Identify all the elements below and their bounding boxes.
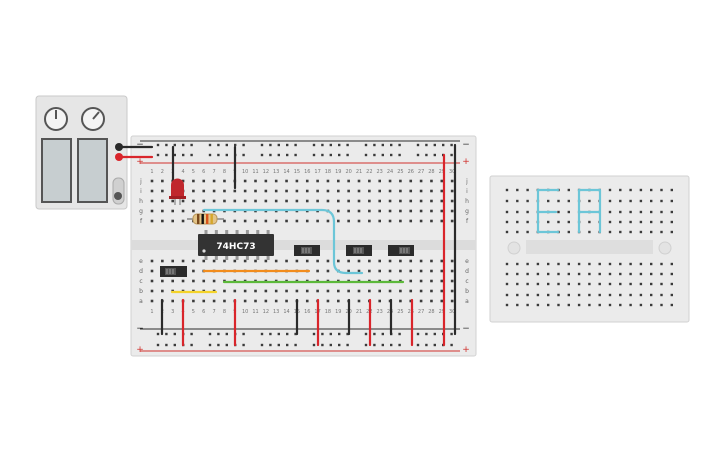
- slide-switch-1[interactable]: [294, 245, 320, 256]
- row-letter: a: [139, 298, 143, 305]
- column-number: 14: [283, 309, 289, 315]
- column-number: 22: [366, 169, 372, 175]
- row-letter: d: [465, 268, 469, 275]
- resistor-band: [210, 214, 213, 224]
- column-number: 14: [283, 169, 289, 175]
- row-letter: d: [139, 268, 143, 275]
- column-number: 6: [202, 169, 205, 175]
- column-number: 8: [223, 309, 226, 315]
- column-number: 17: [314, 169, 320, 175]
- row-letter: h: [139, 198, 143, 205]
- column-number: 2: [161, 169, 164, 175]
- ic-74hc73[interactable]: 74HC73: [198, 230, 274, 260]
- row-letter: j: [465, 178, 468, 185]
- column-number: 11: [252, 169, 258, 175]
- row-letter: i: [466, 188, 468, 195]
- wire-blue-letter-e[interactable]: [536, 188, 560, 234]
- resistor-band: [197, 214, 200, 224]
- column-number: 27: [418, 169, 424, 175]
- column-number: 16: [304, 309, 310, 315]
- rail-sign: +: [462, 157, 470, 167]
- column-number: 30: [449, 309, 455, 315]
- rail-sign: −: [136, 140, 144, 150]
- column-number: 28: [428, 309, 434, 315]
- small-breadboard[interactable]: [489, 175, 690, 323]
- column-number: 29: [439, 309, 445, 315]
- row-letter: h: [465, 198, 469, 205]
- column-number: 10: [242, 169, 248, 175]
- resistor[interactable]: [187, 213, 224, 225]
- column-number: 12: [263, 169, 269, 175]
- rail-sign: −: [462, 324, 470, 334]
- row-letter: a: [465, 298, 469, 305]
- column-number: 1: [150, 309, 153, 315]
- column-number: 25: [397, 169, 403, 175]
- row-letter: i: [140, 188, 142, 195]
- column-number: 28: [428, 169, 434, 175]
- column-number: 30: [449, 169, 455, 175]
- rail-sign: −: [462, 140, 470, 150]
- column-number: 7: [213, 309, 216, 315]
- column-number: 13: [273, 309, 279, 315]
- column-number: 26: [408, 169, 414, 175]
- column-number: 7: [213, 169, 216, 175]
- column-number: 10: [242, 309, 248, 315]
- wire-blue-clock[interactable]: [202, 208, 364, 275]
- column-number: 15: [294, 169, 300, 175]
- row-letter: e: [465, 258, 469, 265]
- rail-sign: +: [462, 345, 470, 355]
- column-number: 11: [252, 309, 258, 315]
- row-letter: c: [139, 278, 142, 285]
- row-letter: f: [466, 218, 469, 225]
- wire-blue-letter-a[interactable]: [577, 188, 602, 234]
- column-number: 16: [304, 169, 310, 175]
- column-number: 27: [418, 309, 424, 315]
- column-number: 5: [192, 169, 195, 175]
- column-number: 18: [325, 309, 331, 315]
- column-number: 13: [273, 169, 279, 175]
- rail-sign: −: [136, 324, 144, 334]
- led-red[interactable]: [169, 178, 186, 206]
- row-letter: e: [139, 258, 143, 265]
- rail-sign: +: [136, 157, 144, 167]
- row-letter: c: [465, 278, 468, 285]
- column-number: 19: [335, 309, 341, 315]
- row-letter: g: [139, 208, 143, 215]
- column-number: 5: [192, 309, 195, 315]
- row-letter: j: [139, 178, 142, 185]
- column-number: 24: [387, 169, 393, 175]
- column-number: 25: [397, 309, 403, 315]
- resistor-band: [206, 214, 209, 224]
- column-number: 21: [356, 169, 362, 175]
- column-number: 1: [150, 169, 153, 175]
- row-letter: b: [139, 288, 143, 295]
- power-supply[interactable]: [35, 95, 128, 210]
- column-number: 29: [439, 169, 445, 175]
- column-number: 26: [408, 309, 414, 315]
- column-number: 19: [335, 169, 341, 175]
- slide-switch-2[interactable]: [346, 245, 372, 256]
- resistor-band: [201, 214, 204, 224]
- row-letter: f: [140, 218, 143, 225]
- column-number: 23: [377, 169, 383, 175]
- column-number: 23: [377, 309, 383, 315]
- slide-switch-3[interactable]: [388, 245, 414, 256]
- column-number: 20: [345, 169, 351, 175]
- rail-sign: +: [136, 345, 144, 355]
- column-number: 4: [181, 169, 184, 175]
- column-number: 8: [223, 169, 226, 175]
- slide-switch-4[interactable]: [160, 266, 187, 277]
- column-number: 18: [325, 169, 331, 175]
- row-letter: b: [465, 288, 469, 295]
- column-number: 6: [202, 309, 205, 315]
- chip-label: 74HC73: [216, 242, 255, 252]
- column-number: 3: [171, 309, 174, 315]
- column-number: 12: [263, 309, 269, 315]
- column-number: 21: [356, 309, 362, 315]
- row-letter: g: [465, 208, 469, 215]
